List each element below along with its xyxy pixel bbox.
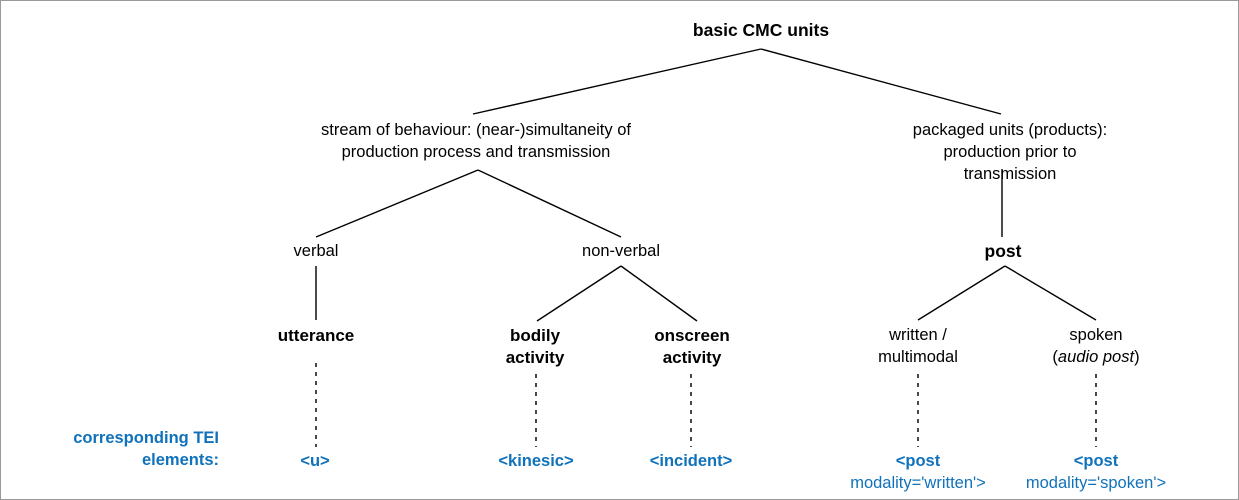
edge-nonverbal-to-bodily [536, 265, 622, 322]
edge-stream-to-nonverbal [477, 169, 622, 238]
node-onscreen-activity: onscreen activity [654, 326, 730, 368]
tei-tag-kinesic: <kinesic> [498, 452, 574, 470]
node-spoken-audio-post: spoken (audio post) [1052, 325, 1139, 369]
node-packaged-units: packaged units (products): production pr… [912, 121, 1108, 183]
tei-post-spoken-tag: <post [1073, 452, 1119, 470]
edge-post-to-written [917, 265, 1006, 321]
tei-post-written-tag: <post [895, 452, 941, 470]
tei-tag-u: <u> [300, 452, 330, 470]
node-utterance: utterance [277, 326, 355, 345]
edge-root-to-packaged [760, 48, 1002, 115]
tei-legend-label: corresponding TEI elements: [73, 429, 219, 469]
node-written-multimodal: written / multimodal [878, 326, 958, 366]
edge-nonverbal-to-onscreen [620, 265, 698, 322]
tei-post-written-attr: modality='written'> [850, 473, 986, 492]
tei-post-spoken-attr: modality='spoken'> [1025, 473, 1167, 492]
node-stream-of-behaviour: stream of behaviour: (near-)simultaneity… [321, 121, 631, 161]
node-non-verbal: non-verbal [582, 242, 660, 260]
node-basic-cmc-units: basic CMC units [692, 20, 830, 40]
spoken-paren-close: ) [1134, 347, 1140, 366]
node-verbal: verbal [293, 242, 339, 260]
edge-post-to-spoken [1004, 265, 1097, 321]
tei-tag-post-spoken: <post modality='spoken'> [1026, 451, 1166, 495]
spoken-audio-post-italic: audio post [1057, 347, 1135, 366]
edge-stream-to-verbal [315, 169, 479, 238]
node-bodily-activity: bodily activity [505, 326, 565, 368]
spoken-paren-open: ( [1052, 347, 1058, 366]
tei-tag-post-written: <post modality='written'> [850, 451, 986, 495]
tei-tag-incident: <incident> [649, 452, 733, 470]
edge-root-to-stream [472, 48, 762, 115]
node-post: post [984, 241, 1022, 261]
node-spoken-label: spoken [1069, 326, 1123, 344]
